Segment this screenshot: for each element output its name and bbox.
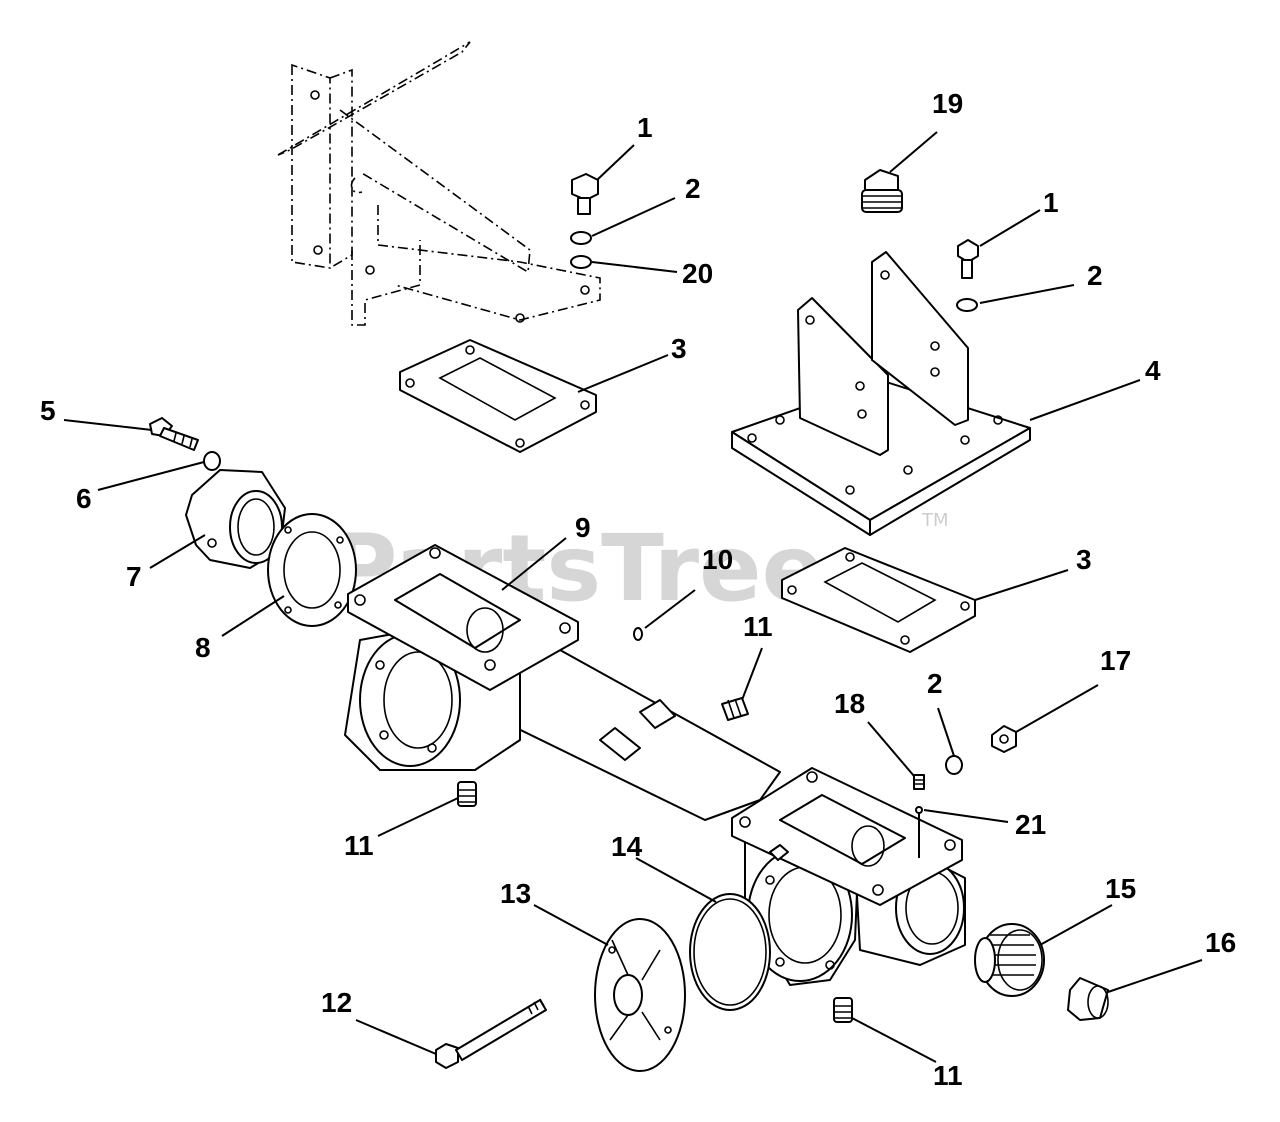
part-16-bushing [1067, 977, 1109, 1021]
callout-15: 15 [1105, 873, 1136, 904]
part-2-washer [570, 231, 592, 245]
callout-2-right: 2 [1087, 260, 1103, 291]
part-4-mounting-bracket [731, 251, 1031, 536]
leader-lines [63, 131, 1203, 1063]
part-11-plug-c [833, 997, 853, 1023]
callout-18: 18 [834, 688, 865, 719]
callout-8: 8 [195, 632, 211, 663]
callout-5: 5 [40, 395, 56, 426]
callout-13: 13 [500, 878, 531, 909]
callout-14: 14 [611, 831, 643, 862]
callout-20: 20 [682, 258, 713, 289]
callout-6: 6 [76, 483, 92, 514]
callout-11-left: 11 [344, 830, 374, 861]
callout-2: 2 [685, 173, 701, 204]
callout-4: 4 [1145, 355, 1161, 386]
callout-9: 9 [575, 512, 591, 543]
part-11-plug-a [721, 697, 749, 721]
callout-10: 10 [702, 544, 733, 575]
part-15-collar [974, 923, 1045, 997]
part-8-gasket [267, 513, 357, 627]
callout-1: 1 [637, 112, 653, 143]
callout-labels: 1 2 20 3 19 1 2 4 5 6 7 8 9 10 11 3 17 2… [40, 88, 1236, 1091]
callout-3: 3 [671, 333, 687, 364]
part-3-gasket-right [781, 547, 976, 653]
part-18-set-screw [913, 774, 925, 790]
part-14-o-ring [689, 893, 771, 1011]
part-6-washer [203, 451, 221, 471]
callout-1-right: 1 [1043, 187, 1059, 218]
callout-21: 21 [1015, 809, 1046, 840]
callout-7: 7 [126, 561, 142, 592]
part-13-hub [594, 918, 686, 1072]
part-1-bolt [571, 173, 599, 215]
part-17-nut [991, 725, 1017, 753]
callout-3-right: 3 [1076, 544, 1092, 575]
part-5-bolt [149, 417, 199, 451]
watermark-trademark: TM [921, 510, 949, 531]
part-7-bearing-cap [185, 469, 286, 569]
callout-12: 12 [321, 987, 352, 1018]
part-2-washer-lower [945, 755, 963, 775]
callout-11-upper: 11 [743, 611, 773, 642]
callout-11-lower: 11 [933, 1060, 963, 1091]
part-20-washer [570, 255, 592, 269]
part-12-bolt [435, 998, 547, 1069]
callout-2-lower: 2 [927, 668, 943, 699]
callout-17: 17 [1100, 645, 1131, 676]
callout-16: 16 [1205, 927, 1236, 958]
part-1-bolt-right [957, 239, 979, 279]
tractor-frame-reference [277, 41, 601, 326]
part-3-gasket-upper [399, 339, 597, 453]
callout-19: 19 [932, 88, 963, 119]
part-19-plug [861, 169, 903, 213]
part-21-pin [915, 806, 923, 858]
part-2-washer-right [956, 298, 978, 312]
part-10-pin [633, 627, 643, 641]
part-11-plug-b [457, 781, 477, 807]
